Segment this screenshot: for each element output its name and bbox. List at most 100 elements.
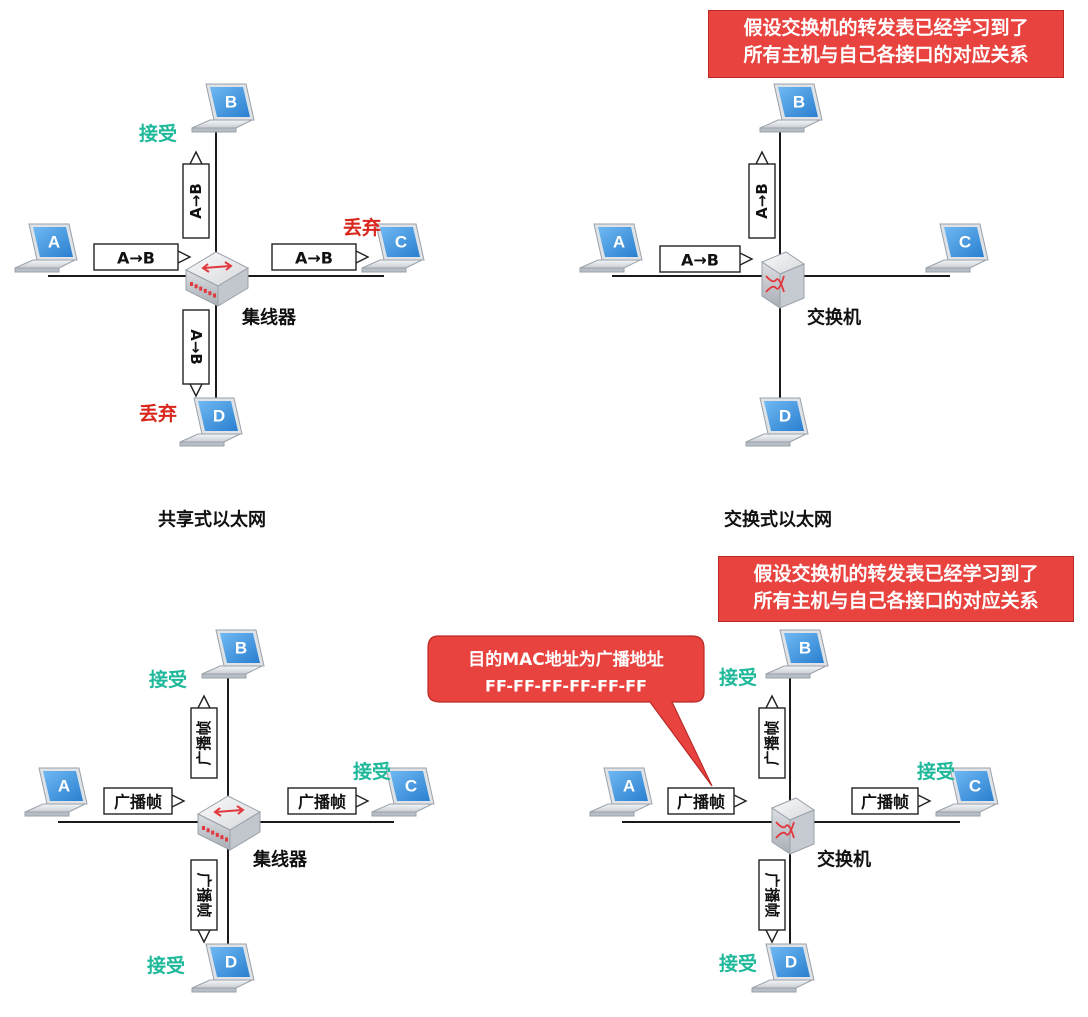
- arrow-body: [659, 245, 741, 273]
- switch-side: [779, 263, 805, 309]
- laptop-base-edge: [589, 811, 635, 817]
- hub-port-light: [202, 826, 205, 830]
- arrow-head: [755, 150, 769, 165]
- arrow-head: [177, 250, 192, 264]
- laptop-screen: [43, 771, 83, 801]
- laptop-c-icon: C: [361, 223, 425, 273]
- laptop-base-edge: [579, 267, 625, 273]
- host-letter: D: [779, 407, 791, 426]
- arrow-head: [765, 694, 779, 709]
- laptop-screen: [390, 771, 430, 801]
- laptop-base-edge: [361, 267, 407, 273]
- frame-label: A→B: [295, 249, 333, 268]
- laptop-screen: [944, 227, 984, 257]
- laptop-screen: [210, 947, 250, 977]
- arrow-head: [355, 794, 370, 808]
- laptop-base-edge: [24, 811, 70, 817]
- frame-label: A→B: [117, 249, 155, 268]
- switch-label: 交换机: [817, 849, 871, 871]
- hub-arrow-head: [224, 261, 233, 271]
- laptop-base: [745, 433, 807, 443]
- hub-port-light: [213, 293, 216, 298]
- frame-label: 广播帧: [763, 720, 781, 765]
- laptop-base: [201, 665, 263, 675]
- laptop-a-icon: A: [24, 767, 88, 817]
- bubble-line-1: 目的MAC地址为广播地址: [468, 649, 664, 670]
- laptop-base: [361, 259, 423, 269]
- host-letter: D: [213, 407, 225, 426]
- arrow-body: [182, 309, 210, 385]
- accept-label: 接受: [917, 760, 955, 783]
- frame-label: A→B: [187, 329, 205, 365]
- host-letter: B: [793, 93, 805, 112]
- laptop-base-edge: [765, 673, 811, 679]
- laptop-base: [759, 119, 821, 129]
- caption-switched-ethernet: 交换式以太网: [724, 509, 832, 531]
- note-line-2: 所有主机与自己各接口的对应关系: [743, 44, 1029, 66]
- laptop-base: [925, 259, 987, 269]
- arrow-head: [197, 694, 211, 709]
- bubble-shape: [427, 635, 713, 787]
- frame-arrow-right: A→B: [93, 243, 192, 271]
- arrow-head: [189, 150, 203, 165]
- hub-port-light: [208, 291, 212, 296]
- laptop-c-icon: C: [935, 767, 999, 817]
- frame-label: 广播帧: [861, 793, 909, 812]
- host-letter: C: [959, 233, 971, 252]
- forwarding-table-note-bottom: 假设交换机的转发表已经学习到了 所有主机与自己各接口的对应关系: [718, 556, 1074, 622]
- hub-side: [229, 811, 261, 851]
- arrow-head: [765, 929, 779, 944]
- hub-arrow-head: [201, 263, 210, 273]
- accept-label: 接受: [353, 760, 391, 783]
- laptop-screen: [778, 87, 818, 117]
- host-letter: B: [225, 93, 237, 112]
- note-line-1: 假设交换机的转发表已经学习到了: [743, 17, 1029, 39]
- drop-label: 丢弃: [139, 402, 177, 425]
- host-letter: B: [235, 639, 247, 658]
- laptop-base-edge: [191, 987, 237, 993]
- host-letter: C: [969, 777, 981, 796]
- switch-arrow: [775, 821, 795, 839]
- hub-port-light: [203, 288, 207, 293]
- host-letter: A: [48, 233, 60, 252]
- arrow-head: [739, 252, 754, 266]
- laptop-screen: [33, 227, 73, 257]
- laptop-base-edge: [179, 441, 225, 447]
- frame-arrow-right: A→B: [659, 245, 754, 273]
- hub-port-light: [206, 828, 210, 833]
- arrow-head: [917, 794, 932, 808]
- arrow-body: [190, 859, 218, 931]
- host-letter: D: [225, 953, 237, 972]
- hub-label: 集线器: [252, 849, 308, 871]
- hub-arrow-head: [213, 807, 222, 817]
- frame-arrow-up: A→B: [182, 150, 210, 239]
- laptop-base: [24, 803, 86, 813]
- laptop-screen: [220, 633, 260, 663]
- frame-arrow-right: 广播帧: [667, 787, 748, 815]
- accept-label: 接受: [147, 954, 185, 977]
- hub-icon: [196, 795, 262, 851]
- laptop-screen: [608, 771, 648, 801]
- laptop-base: [765, 665, 827, 675]
- laptop-d-icon: D: [179, 397, 243, 447]
- arrow-body: [748, 163, 776, 239]
- frame-label: 广播帧: [195, 872, 213, 917]
- laptop-base: [579, 259, 641, 269]
- frame-label: 广播帧: [763, 872, 781, 917]
- frame-arrow-down: A→B: [182, 309, 210, 398]
- frame-arrow-down: 广播帧: [190, 859, 218, 944]
- bubble-line-2: FF-FF-FF-FF-FF-FF: [485, 677, 647, 696]
- hub-port-light: [215, 832, 219, 837]
- laptop-screen: [954, 771, 994, 801]
- frame-arrow-right: 广播帧: [287, 787, 370, 815]
- switch-arrow: [765, 275, 785, 293]
- host-letter: C: [405, 777, 417, 796]
- laptop-b-icon: B: [759, 83, 823, 133]
- arrow-head: [355, 250, 370, 264]
- switch-icon: [760, 251, 806, 309]
- laptop-a-icon: A: [589, 767, 653, 817]
- laptop-base: [371, 803, 433, 813]
- hub-port-light: [225, 837, 228, 842]
- caption-shared-ethernet: 共享式以太网: [158, 509, 266, 531]
- laptop-base-edge: [14, 267, 60, 273]
